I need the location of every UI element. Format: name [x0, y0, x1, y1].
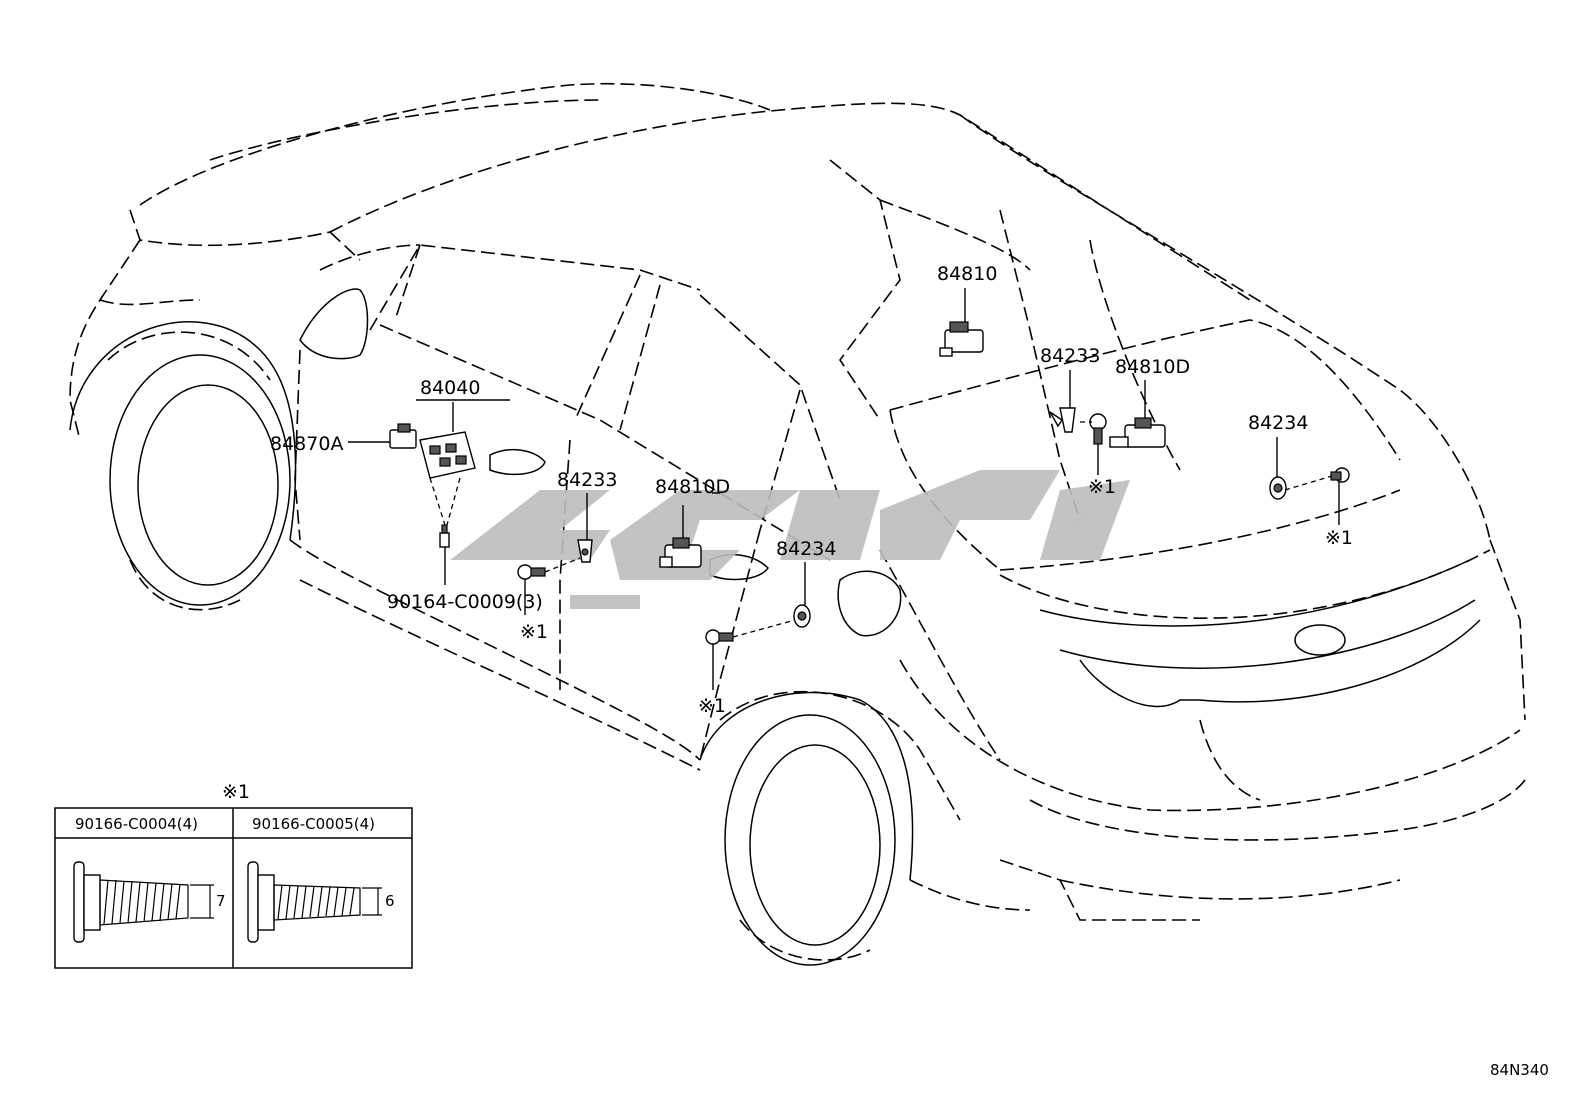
label-84810D-left: 84810D [655, 476, 730, 498]
label-84233-right: 84233 [1040, 345, 1100, 367]
fastener-inset-table: ※1 90166-C0004(4) 90166-C0005(4) 7 6 [54, 781, 413, 969]
inset-col2-part: 90166-C0005(4) [252, 815, 375, 833]
label-84870A: 84870A [270, 433, 343, 455]
label-84810: 84810 [937, 263, 997, 285]
watermark-logo [450, 470, 1130, 609]
inset-note: ※1 [222, 781, 250, 803]
bolt-90166-C0005-drawing: 6 [247, 861, 395, 943]
inset-col2-dim: 6 [385, 892, 395, 910]
part-84040-switch-assembly [419, 431, 476, 479]
label-note-right-a: ※1 [1088, 476, 1116, 498]
part-84810D-switch-left [659, 537, 702, 568]
label-note-left-b: ※1 [698, 695, 726, 717]
part-screw-right-b [1330, 467, 1350, 483]
label-84234-right: 84234 [1248, 412, 1308, 434]
leader-lines [348, 288, 1340, 690]
inset-col1-dim: 7 [216, 892, 226, 910]
part-84234-sensor-left [793, 604, 811, 628]
part-screw-left-b [705, 629, 734, 645]
part-84810-switch [939, 321, 984, 357]
part-screw-left-a [517, 564, 546, 580]
label-84233-left: 84233 [557, 469, 617, 491]
part-screw-right-a [1089, 413, 1107, 445]
diagram-code: 84N340 [1490, 1061, 1549, 1079]
car-outline [69, 82, 1526, 966]
label-90164-C0009: 90164-C0009(3) [387, 591, 543, 613]
bolt-90166-C0004-drawing: 7 [73, 861, 226, 943]
part-90164-screw [439, 524, 450, 548]
part-84810D-switch-right [1109, 417, 1166, 448]
label-84234-left: 84234 [776, 538, 836, 560]
label-note-right-b: ※1 [1325, 527, 1353, 549]
label-84810D-right: 84810D [1115, 356, 1190, 378]
part-84234-sensor-right [1269, 476, 1287, 500]
part-84233-clip-right [1049, 407, 1076, 433]
part-84870A-module [389, 423, 417, 449]
label-84040: 84040 [420, 377, 480, 399]
label-note-left-a: ※1 [520, 621, 548, 643]
inset-col1-part: 90166-C0004(4) [75, 815, 198, 833]
